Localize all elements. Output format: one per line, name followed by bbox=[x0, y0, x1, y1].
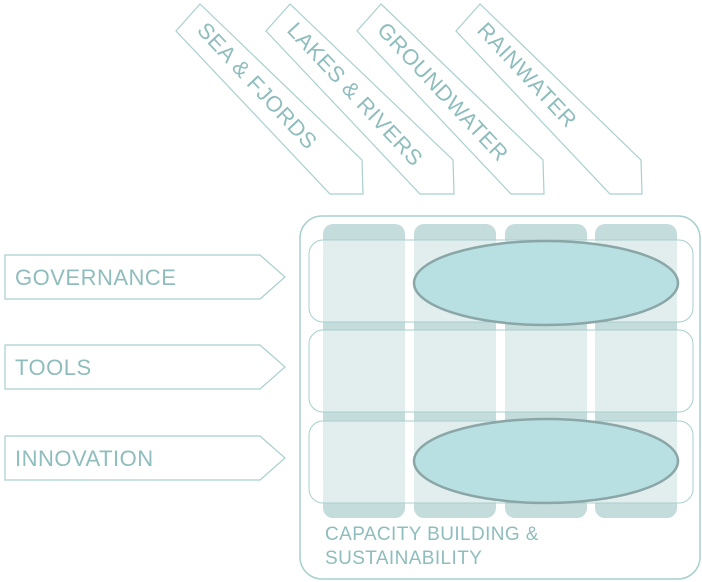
row-label-innovation: INNOVATION bbox=[15, 446, 154, 471]
row-arrow-tools: TOOLS bbox=[4, 344, 286, 390]
row-arrow-governance: GOVERNANCE bbox=[4, 254, 286, 300]
row-arrow-innovation: INNOVATION bbox=[4, 435, 286, 481]
highlight-ellipse-innovation bbox=[412, 417, 680, 505]
row-label-governance: GOVERNANCE bbox=[15, 265, 176, 290]
row-band-tools bbox=[308, 329, 694, 413]
highlight-ellipse-governance bbox=[412, 239, 680, 327]
footer-label-line2: SUSTAINABILITY bbox=[325, 548, 482, 569]
footer-label-line1: CAPACITY BUILDING & bbox=[325, 524, 539, 545]
row-label-tools: TOOLS bbox=[15, 355, 92, 380]
